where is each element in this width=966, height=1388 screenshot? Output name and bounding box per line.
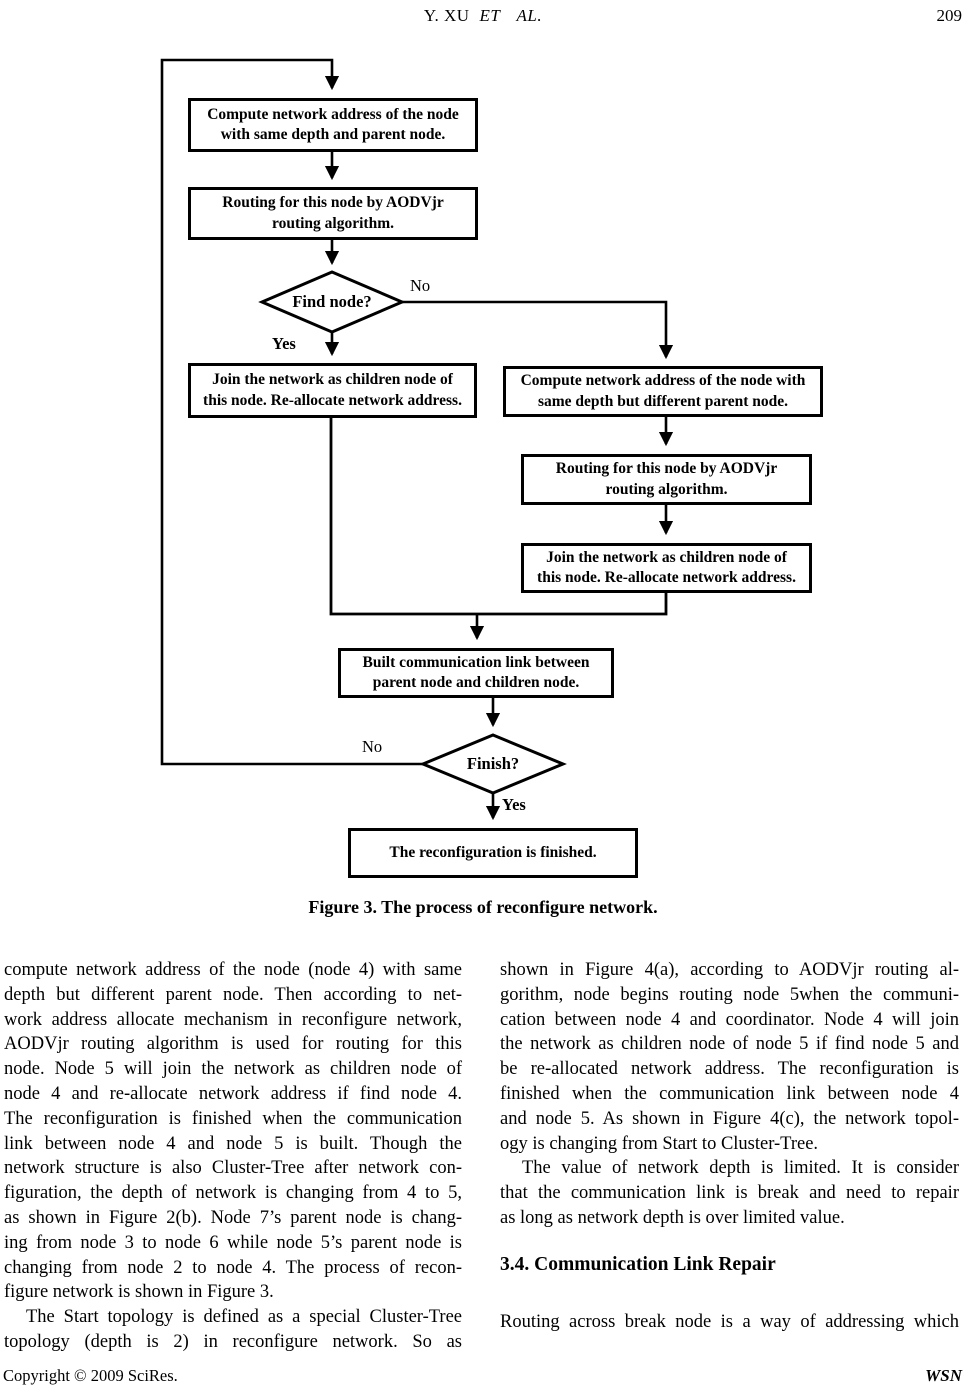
text-line: compute network address of the node (nod… (4, 960, 462, 980)
text-line: finished when the communication link bet… (500, 1083, 959, 1104)
text-line: Routing across break node is a way of ad… (500, 1311, 959, 1332)
paragraph: compute network address of the node (nod… (4, 958, 462, 1305)
flow-box-reconfiguration-finished: The reconfiguration is finished. (348, 828, 638, 878)
paragraph: Routing across break node is a way of ad… (500, 1310, 959, 1335)
footer-copyright: Copyright © 2009 SciRes. (3, 1366, 178, 1385)
text-line: node. Node 5 will join the network as ch… (4, 1059, 462, 1080)
edge-findnode-no (402, 300, 674, 360)
section-heading-3-4: 3.4. Communication Link Repair (500, 1253, 776, 1275)
footer-journal-abbrev: WSN (925, 1366, 962, 1385)
text-line: node 4 and re-allocate network address i… (4, 1083, 462, 1104)
running-head-authors: Y. XU (423, 6, 470, 25)
text-line: and node 5. As shown in Figure 4(c), the… (500, 1108, 959, 1129)
text-line: cation between node 4 and coordinator. N… (500, 1009, 959, 1030)
figure3-caption: Figure 3. The process of reconfigure net… (308, 897, 658, 917)
text-line: depth but different parent node. Then ac… (4, 984, 462, 1005)
text-line: as long as network depth is over limited… (500, 1207, 845, 1228)
text-line: topology (depth is 2) in reconfigure net… (4, 1331, 462, 1352)
text-line: network structure is also Cluster-Tree a… (4, 1158, 462, 1179)
text-line: figure network is shown in Figure 3. (4, 1282, 274, 1303)
text-line: figuration, the depth of network is chan… (4, 1183, 462, 1204)
text-line: gorithm, node begins routing node 5when … (500, 984, 959, 1005)
page-number: 209 (936, 6, 963, 25)
flow-box-join-left: Join the network as children node of thi… (188, 363, 477, 418)
text-line: changing from node 2 to node 4. The proc… (4, 1257, 462, 1278)
flowchart-connectors (160, 58, 674, 821)
paragraph: The Start topology is defined as a speci… (4, 1305, 462, 1355)
edge-label-finish-yes: Yes (502, 795, 526, 814)
decision-find-node-shape (258, 270, 406, 334)
text-line: as shown in Figure 2(b). Node 7’s parent… (4, 1207, 462, 1228)
text-line: The value of network depth is limited. I… (522, 1158, 959, 1179)
flow-box-compute-diff-parent: Compute network address of the node with… (503, 366, 823, 417)
text-line: ogy is changing from Start to Cluster-Tr… (500, 1133, 819, 1154)
edge-label-find-no: No (410, 276, 431, 295)
flow-box-compute-same-depth-parent: Compute network address of the node with… (188, 98, 478, 152)
text-line: The reconfiguration is finished when the… (4, 1108, 462, 1129)
flow-decision-finish-label: Finish? (466, 754, 520, 773)
figure3-flowchart: Compute network address of the node with… (160, 58, 823, 917)
running-head: Y. XU ET AL. (0, 6, 966, 26)
text-line: The Start topology is defined as a speci… (26, 1307, 462, 1328)
paragraph: shown in Figure 4(a), according to AODVj… (500, 958, 959, 1156)
text-line: shown in Figure 4(a), according to AODVj… (500, 960, 959, 980)
text-line: link between node 4 and node 5 is built.… (4, 1133, 462, 1154)
right-column: shown in Figure 4(a), according to AODVj… (500, 958, 959, 1335)
edge-merge (329, 418, 668, 616)
text-line: be re-allocated network address. The rec… (500, 1059, 959, 1080)
text-line: that the communication link is break and… (500, 1183, 959, 1204)
edge-label-finish-no: No (362, 737, 383, 756)
flow-box-routing-left: Routing for this node by AODVjr routing … (188, 187, 478, 240)
flow-box-join-right: Join the network as children node of thi… (521, 543, 812, 593)
text-line: work address allocate mechanism in recon… (4, 1009, 462, 1030)
flow-box-built-link: Built communication link between parent … (338, 648, 614, 698)
flow-decision-find-node-label: Find node? (292, 292, 372, 311)
edge-finish-no-loop (160, 58, 423, 766)
running-head-etal: ET AL. (479, 6, 543, 25)
flow-box-routing-right: Routing for this node by AODVjr routing … (521, 454, 812, 505)
text-line: ing from node 3 to node 6 while node 5’s… (4, 1232, 462, 1253)
text-line: the network as children node of node 5 i… (500, 1034, 959, 1055)
text-line: AODVjr routing algorithm is used for rou… (4, 1034, 462, 1055)
edge-label-find-yes: Yes (272, 334, 296, 353)
left-column: compute network address of the node (nod… (4, 958, 462, 1355)
paragraph: The value of network depth is limited. I… (500, 1156, 959, 1230)
decision-finish-shape (419, 733, 567, 795)
